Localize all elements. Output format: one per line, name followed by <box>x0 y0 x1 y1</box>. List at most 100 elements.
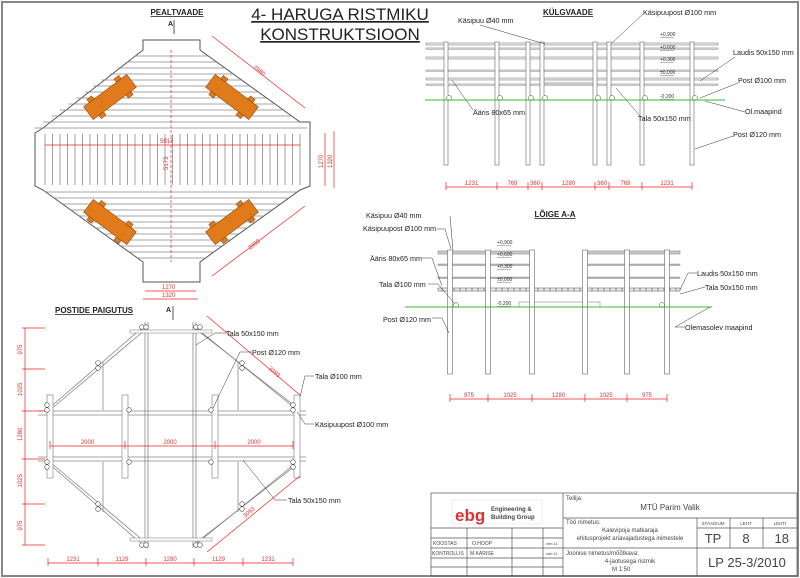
section-elevations: +0,900+0,600+0,300±0,000-0,200 <box>497 240 513 307</box>
svg-text:KONTROLLIS: KONTROLLIS <box>432 551 464 557</box>
post-icon <box>44 402 50 408</box>
dimension-label: 769 <box>620 181 631 187</box>
post-icon <box>239 506 245 512</box>
rail <box>425 47 719 50</box>
bench-leg <box>208 91 217 99</box>
side-leader-edge <box>451 79 474 111</box>
dimension-label: 1231 <box>465 181 479 187</box>
drawing-code: LP 25-3/2010 <box>708 555 786 570</box>
bench-leg <box>98 200 107 208</box>
cross-beam <box>211 394 219 479</box>
post <box>689 41 695 166</box>
client-name: MTÜ Parim Valik <box>640 503 700 512</box>
post <box>443 41 449 166</box>
post-icon <box>44 459 50 465</box>
side-label-handrail-post: Käsipuupost Ø100 mm <box>643 8 716 17</box>
section-leader-post120 <box>432 317 450 334</box>
elevation-label: -0,200 <box>497 301 511 307</box>
dimension-label: 2000 <box>81 440 95 446</box>
svg-text:veb.11: veb.11 <box>546 551 558 556</box>
section-label-beam-round: Tala Ø100 mm <box>379 280 426 289</box>
section-label-decking: Laudis 50x150 mm <box>697 269 758 278</box>
cross-beam <box>129 329 213 334</box>
post <box>639 41 645 166</box>
top-width-inner-label: 1270 <box>319 154 325 168</box>
posts-structure <box>38 322 306 548</box>
post-icon <box>95 501 101 507</box>
rail <box>425 83 719 86</box>
beam-end <box>595 95 601 101</box>
main-title-line2: KONSTRUKTSIOON <box>260 25 420 44</box>
beam <box>196 329 301 411</box>
elevation-label: ±0,000 <box>497 277 512 283</box>
bench-leg <box>235 200 244 208</box>
post-icon <box>95 365 101 371</box>
section-leader-handrail <box>449 215 454 251</box>
beam-end <box>497 95 503 101</box>
client-label: Tellija: <box>566 496 583 502</box>
drawing-scale: M 1:50 <box>612 567 631 573</box>
post-icon <box>239 360 245 366</box>
post-icon <box>143 542 149 548</box>
section-leader-beam <box>679 286 706 295</box>
section-view-title: LÕIGE A-A <box>534 210 575 219</box>
post-icon <box>95 360 101 366</box>
dimension-label: 1231 <box>261 557 275 563</box>
side-leader-post100 <box>699 82 739 99</box>
posts-view-title: POSTIDE PAIGUTUS <box>55 306 134 315</box>
top-view-title: PEALTVAADE <box>150 8 204 17</box>
rail <box>425 56 719 60</box>
post-icon <box>290 407 296 413</box>
beam-end <box>642 95 648 101</box>
elevation-label: ±0,000 <box>660 70 675 76</box>
post-icon <box>290 402 296 408</box>
dimension-label: 360 <box>597 181 608 187</box>
posts-label-beam-bottom: Tala 50x150 mm <box>288 496 341 505</box>
side-leader-ground <box>704 100 746 113</box>
work-line1: Kalevipoja matkaraja <box>602 528 658 534</box>
side-leader-beam <box>615 87 641 117</box>
signature-row-0: KOOSTAS O.HOOP veb.11 <box>433 541 558 547</box>
dimension-label: 1129 <box>212 557 226 563</box>
top-view-outline <box>34 39 311 283</box>
top-view: PEALTVAADE A 5917 5173 2980 2980 1270 13… <box>34 8 335 300</box>
elevation-label: +0,900 <box>497 240 513 246</box>
side-label-handrail: Käsipuu Ø40 mm <box>458 16 514 25</box>
post <box>529 249 535 375</box>
posts-label-handrail-post: Käsipuupost Ø100 mm <box>315 420 388 429</box>
side-label-edge: Ääris 80x65 mm <box>473 108 525 117</box>
elevation-label: +0,300 <box>497 264 513 270</box>
side-label-ground: Ol.maapind <box>745 107 782 116</box>
dimension-label: 1025 <box>18 473 24 487</box>
beam-end <box>542 95 548 101</box>
bench-seat <box>83 198 137 246</box>
bench-leg <box>86 216 95 224</box>
post-icon <box>95 506 101 512</box>
work-line2: ehitusprojekt ariavajadustega inimestele <box>577 536 684 542</box>
beam <box>46 326 144 411</box>
post <box>525 41 531 166</box>
deck <box>437 287 681 292</box>
posts-leader-handrail-post <box>296 411 314 425</box>
side-label-post120: Post Ø120 mm <box>733 130 781 139</box>
post-icon <box>239 501 245 507</box>
side-leader-decking <box>699 56 736 82</box>
bench-leg <box>125 220 134 228</box>
company-logo: ebg Engineering & Building Group <box>451 499 543 525</box>
section-label-handrail: Käsipuu Ø40 mm <box>366 211 422 220</box>
dimension-label: 975 <box>642 393 653 399</box>
post <box>494 41 500 166</box>
top-bottom-outer-label: 1320 <box>162 293 176 299</box>
post-icon <box>197 542 203 548</box>
post-icon <box>208 459 214 465</box>
bridge-beam <box>539 79 598 84</box>
post-icon <box>126 407 132 413</box>
post-icon <box>126 459 132 465</box>
beam <box>46 461 144 546</box>
posts-leader-beam-top <box>195 332 226 346</box>
top-length-label: 5917 <box>160 139 174 145</box>
top-height-label: 5173 <box>164 156 170 170</box>
